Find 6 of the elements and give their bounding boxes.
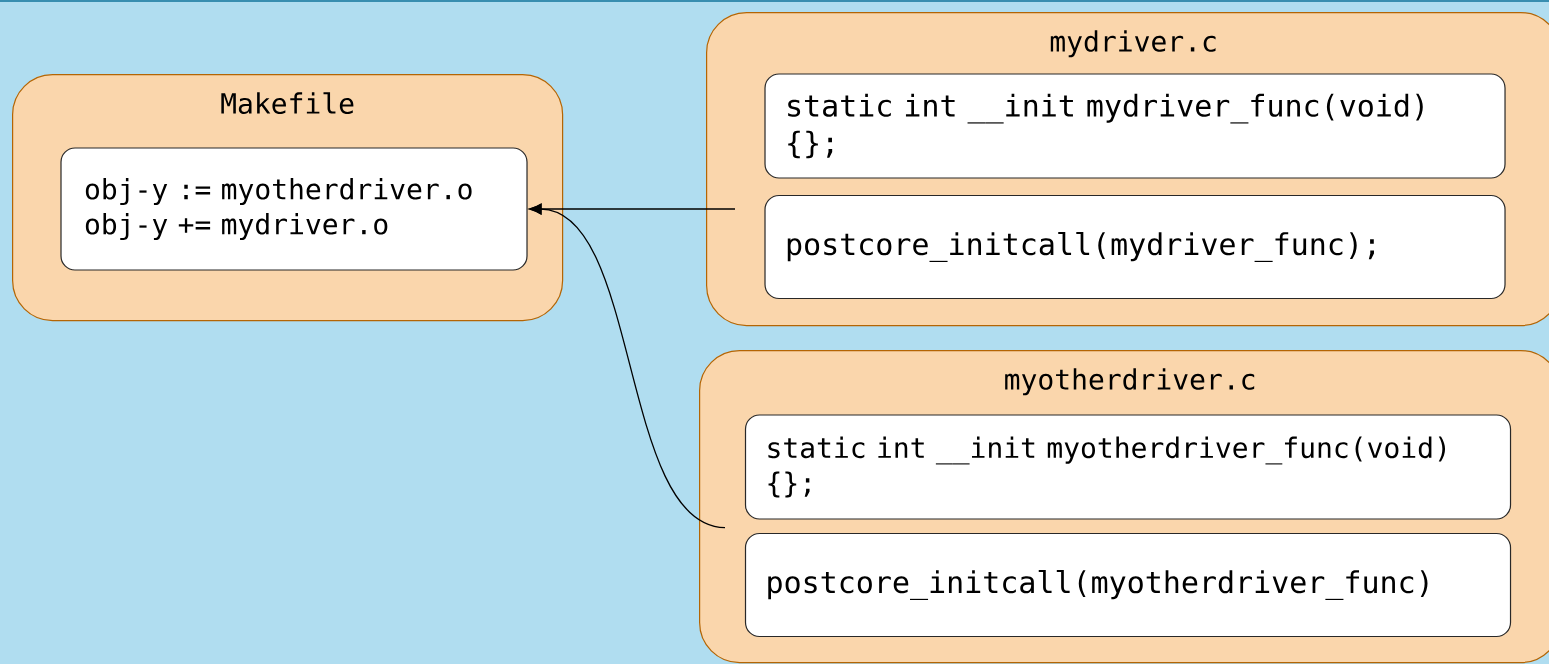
code-box: static int __init myotherdriver_func(void) {}; xyxy=(744,414,1512,520)
arrow xyxy=(529,203,726,529)
code-box: postcore_initcall(myotherdriver_func) xyxy=(744,532,1512,638)
code-box: static int __init mydriver_func(void) {}; xyxy=(764,73,1506,179)
code-box: postcore_initcall(mydriver_func); xyxy=(764,194,1506,300)
code-box: obj-y := myotherdriver.o obj-y += mydriver.o xyxy=(60,147,528,271)
